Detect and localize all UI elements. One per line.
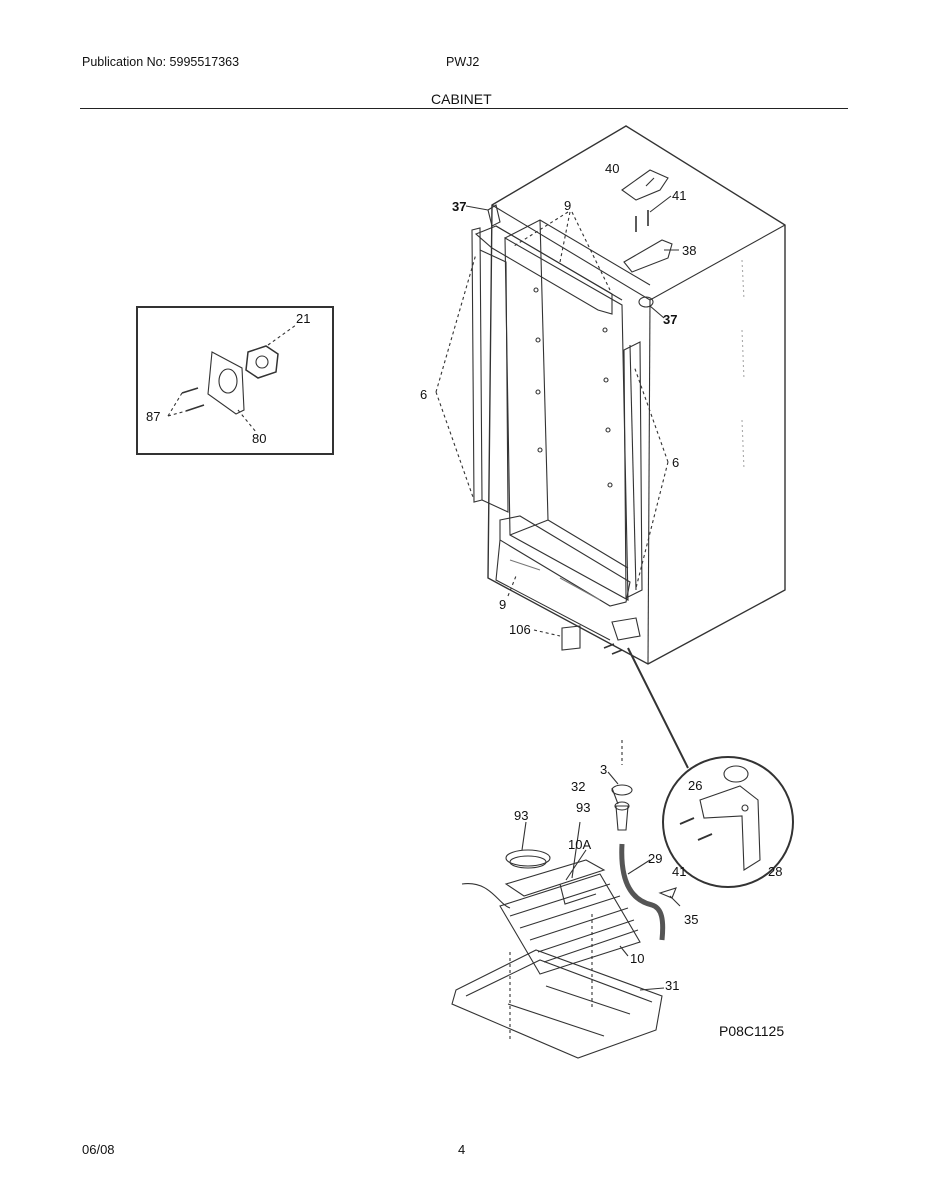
callout-21: 21: [296, 311, 310, 326]
footer-date: 06/08: [82, 1142, 115, 1157]
publication-number: Publication No: 5995517363: [82, 55, 240, 69]
model-code: PWJ2: [446, 55, 480, 69]
side-trim-right: [623, 341, 643, 599]
callout-32: 32: [571, 779, 585, 794]
callout-26: 26: [688, 778, 702, 793]
callout-41: 41: [672, 188, 686, 203]
callout-35: 35: [684, 912, 698, 927]
cabinet-body: [487, 125, 786, 665]
bottom-hinge-parts: [561, 617, 641, 655]
drain-parts: [611, 740, 677, 941]
header-rule: [80, 108, 848, 109]
top-hinge-parts: [487, 169, 673, 308]
callout-3: 3: [600, 762, 607, 777]
evaporator-assembly: [461, 849, 641, 975]
callout-93-left: 93: [514, 808, 528, 823]
callout-6-left: 6: [420, 387, 427, 402]
hinge-detail-circle: [662, 756, 794, 888]
callout-37-right: 37: [663, 312, 677, 327]
callout-41-detail: 41: [672, 864, 686, 879]
side-trim-left: [471, 227, 509, 513]
callout-9-top: 9: [564, 198, 571, 213]
callout-80: 80: [252, 431, 266, 446]
callout-37-top: 37: [452, 199, 466, 214]
callout-106: 106: [509, 622, 531, 637]
callout-9-bottom: 9: [499, 597, 506, 612]
callout-10: 10: [630, 951, 644, 966]
callout-6-right: 6: [672, 455, 679, 470]
drip-tray: [451, 914, 663, 1059]
callout-38: 38: [682, 243, 696, 258]
callout-87: 87: [146, 409, 160, 424]
callout-28: 28: [768, 864, 782, 879]
callout-leaders: [435, 211, 669, 637]
inset-control-box: [136, 306, 334, 455]
callout-40: 40: [605, 161, 619, 176]
page-number: 4: [458, 1142, 466, 1157]
callout-29: 29: [648, 851, 662, 866]
solid-leaders: [465, 177, 681, 991]
callout-10A: 10A: [568, 837, 591, 852]
top-trim: [474, 225, 623, 315]
figure-code: P08C1125: [719, 1023, 784, 1039]
callout-31: 31: [665, 978, 679, 993]
page-title: CABINET: [431, 91, 492, 107]
callout-93-right: 93: [576, 800, 590, 815]
bottom-trim: [495, 515, 631, 641]
